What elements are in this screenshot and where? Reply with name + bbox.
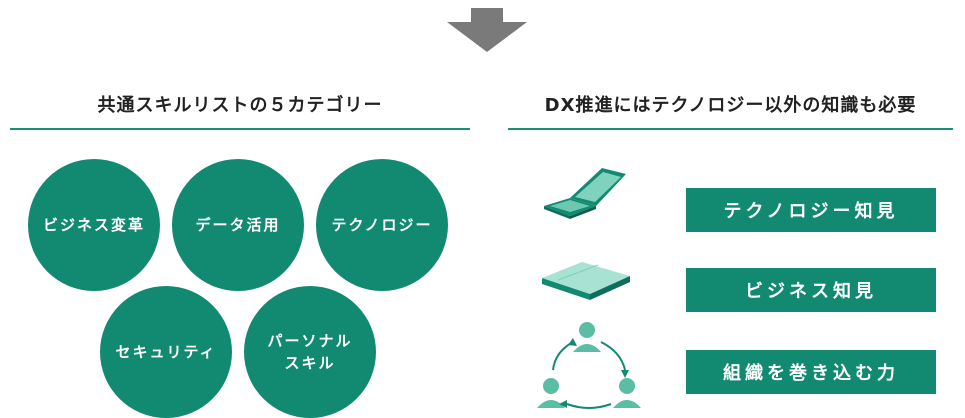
label-business-knowledge: ビジネス知見 [686,268,936,312]
right-panel-title: DX推進にはテクノロジー以外の知識も必要 [544,95,917,116]
category-data-utilization: データ活用 [172,159,304,291]
category-technology: テクノロジー [316,159,448,291]
left-panel-title: 共通スキルリストの５カテゴリー [97,95,383,116]
category-security: セキュリティ [100,286,232,418]
left-divider [10,128,470,130]
category-business-transformation: ビジネス変革 [28,159,160,291]
label-organizational-power: 組織を巻き込む力 [686,350,936,394]
laptop-icon [544,168,626,219]
category-personal-skill: パーソナル スキル [244,286,376,418]
right-divider [508,128,953,130]
down-arrow-icon [447,8,527,52]
book-icon [542,262,630,300]
people-cycle-icon [537,322,641,409]
label-technology-knowledge: テクノロジー知見 [686,188,936,232]
